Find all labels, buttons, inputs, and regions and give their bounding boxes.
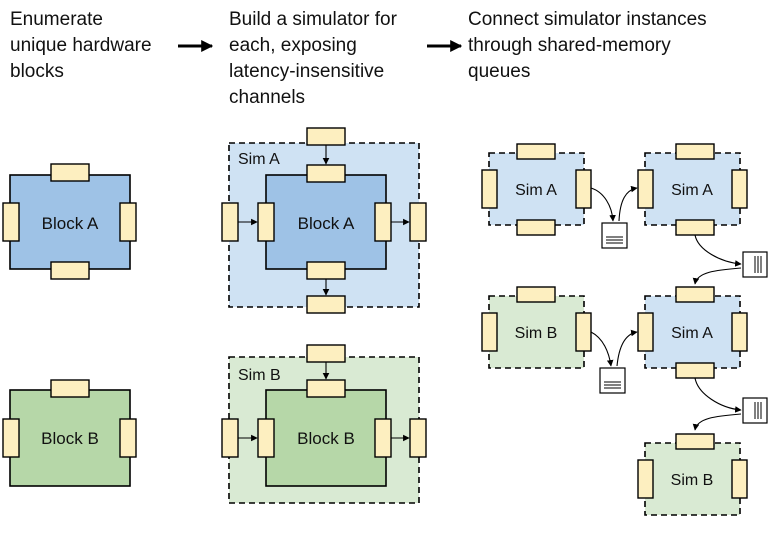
sim-b-port-right — [374, 418, 392, 458]
sim-a-label: Sim A — [238, 151, 280, 168]
block-b: Block B — [2, 379, 137, 487]
sim-b-block-label: Block B — [297, 429, 355, 448]
net-sim-a-3-port-left — [637, 312, 654, 352]
net-sim-a-3-port-right — [731, 312, 748, 352]
sim-a-wrapper: Sim A Block A — [221, 127, 427, 314]
step-3-line-1: Connect simulator instances — [468, 9, 707, 30]
sim-a-channel-left — [221, 202, 239, 242]
block-a-port-top — [50, 163, 90, 182]
net-sim-a-3-label: Sim A — [671, 325, 713, 342]
step-1-line-1: Enumerate — [10, 9, 103, 30]
sim-b-wrapper: Sim B Block B — [221, 344, 427, 504]
net-sim-a-1-port-left — [481, 169, 498, 209]
block-b-port-right — [119, 418, 137, 458]
block-a-label: Block A — [42, 214, 99, 233]
step-3-text: Connect simulator instances through shar… — [468, 9, 707, 82]
sim-a-channel-top — [306, 127, 346, 146]
queue-4-in-wire — [694, 377, 742, 413]
sim-b-channel-left — [221, 418, 239, 458]
queue-3-in-wire — [590, 331, 614, 367]
net-sim-b-2-port-left — [637, 459, 654, 499]
step-2-line-3: latency-insensitive — [229, 61, 384, 82]
net-sim-a-1-port-right — [575, 169, 592, 209]
net-sim-a-3: Sim A — [637, 286, 748, 379]
net-sim-a-2: Sim A — [637, 143, 748, 236]
sim-a-channel-right — [409, 202, 427, 242]
net-sim-b-1: Sim B — [481, 286, 592, 369]
net-sim-a-1-label: Sim A — [515, 182, 557, 199]
step-1-line-2: unique hardware — [10, 35, 152, 56]
net-sim-a-2-port-top — [675, 143, 715, 160]
block-b-port-left — [2, 418, 20, 458]
net-sim-a-2-port-bottom — [675, 219, 715, 236]
queue-2 — [742, 251, 768, 278]
net-sim-a-2-label: Sim A — [671, 182, 713, 199]
net-sim-a-2-port-left — [637, 169, 654, 209]
step-2-line-1: Build a simulator for — [229, 9, 398, 30]
net-sim-b-2-label: Sim B — [671, 472, 714, 489]
queue-1-out-wire — [618, 185, 638, 222]
sim-a-channel-bottom — [306, 295, 346, 314]
block-a-port-bottom — [50, 261, 90, 280]
queue-4-out-wire — [692, 413, 742, 431]
step-3-line-3: queues — [468, 61, 530, 82]
sim-a-port-bottom — [306, 261, 346, 280]
block-b-port-top — [50, 379, 90, 398]
net-sim-a-3-port-top — [675, 286, 715, 303]
step-2-text: Build a simulator for each, exposing lat… — [229, 9, 398, 108]
queue-1-in-wire — [590, 187, 616, 222]
step-3-line-2: through shared-memory — [468, 35, 671, 56]
step-2-line-4: channels — [229, 87, 305, 108]
sim-a-port-top — [306, 164, 346, 183]
sim-a-port-right — [374, 202, 392, 242]
net-sim-b-2-port-top — [675, 433, 715, 450]
step-1-line-3: blocks — [10, 61, 64, 82]
sim-b-port-top — [306, 379, 346, 398]
step-1-text: Enumerate unique hardware blocks — [10, 9, 152, 82]
queue-3-out-wire — [616, 329, 638, 367]
net-sim-a-3-port-bottom — [675, 362, 715, 379]
net-sim-b-1-port-left — [481, 312, 498, 352]
step-2-line-2: each, exposing — [229, 35, 357, 56]
queue-1 — [601, 222, 628, 249]
queue-2-in-wire — [694, 234, 742, 267]
net-sim-a-2-port-right — [731, 169, 748, 209]
sim-b-port-left — [257, 418, 275, 458]
net-sim-b-2-port-right — [731, 459, 748, 499]
net-sim-b-2: Sim B — [637, 433, 748, 516]
sim-b-channel-top — [306, 344, 346, 363]
block-a-port-left — [2, 202, 20, 242]
sim-a-block-label: Block A — [298, 214, 355, 233]
queue-3 — [599, 367, 626, 394]
queue-4 — [742, 397, 768, 424]
net-sim-a-1: Sim A — [481, 143, 592, 236]
net-sim-a-1-port-top — [516, 143, 556, 160]
net-sim-a-1-port-bottom — [516, 219, 556, 236]
block-a-port-right — [119, 202, 137, 242]
sim-b-label: Sim B — [238, 367, 281, 384]
net-sim-b-1-label: Sim B — [515, 325, 558, 342]
sim-b-channel-right — [409, 418, 427, 458]
block-b-label: Block B — [41, 429, 99, 448]
queue-2-out-wire — [692, 267, 742, 285]
block-a: Block A — [2, 163, 137, 280]
net-sim-b-1-port-top — [516, 286, 556, 303]
net-sim-b-1-port-right — [575, 312, 592, 352]
sim-a-port-left — [257, 202, 275, 242]
